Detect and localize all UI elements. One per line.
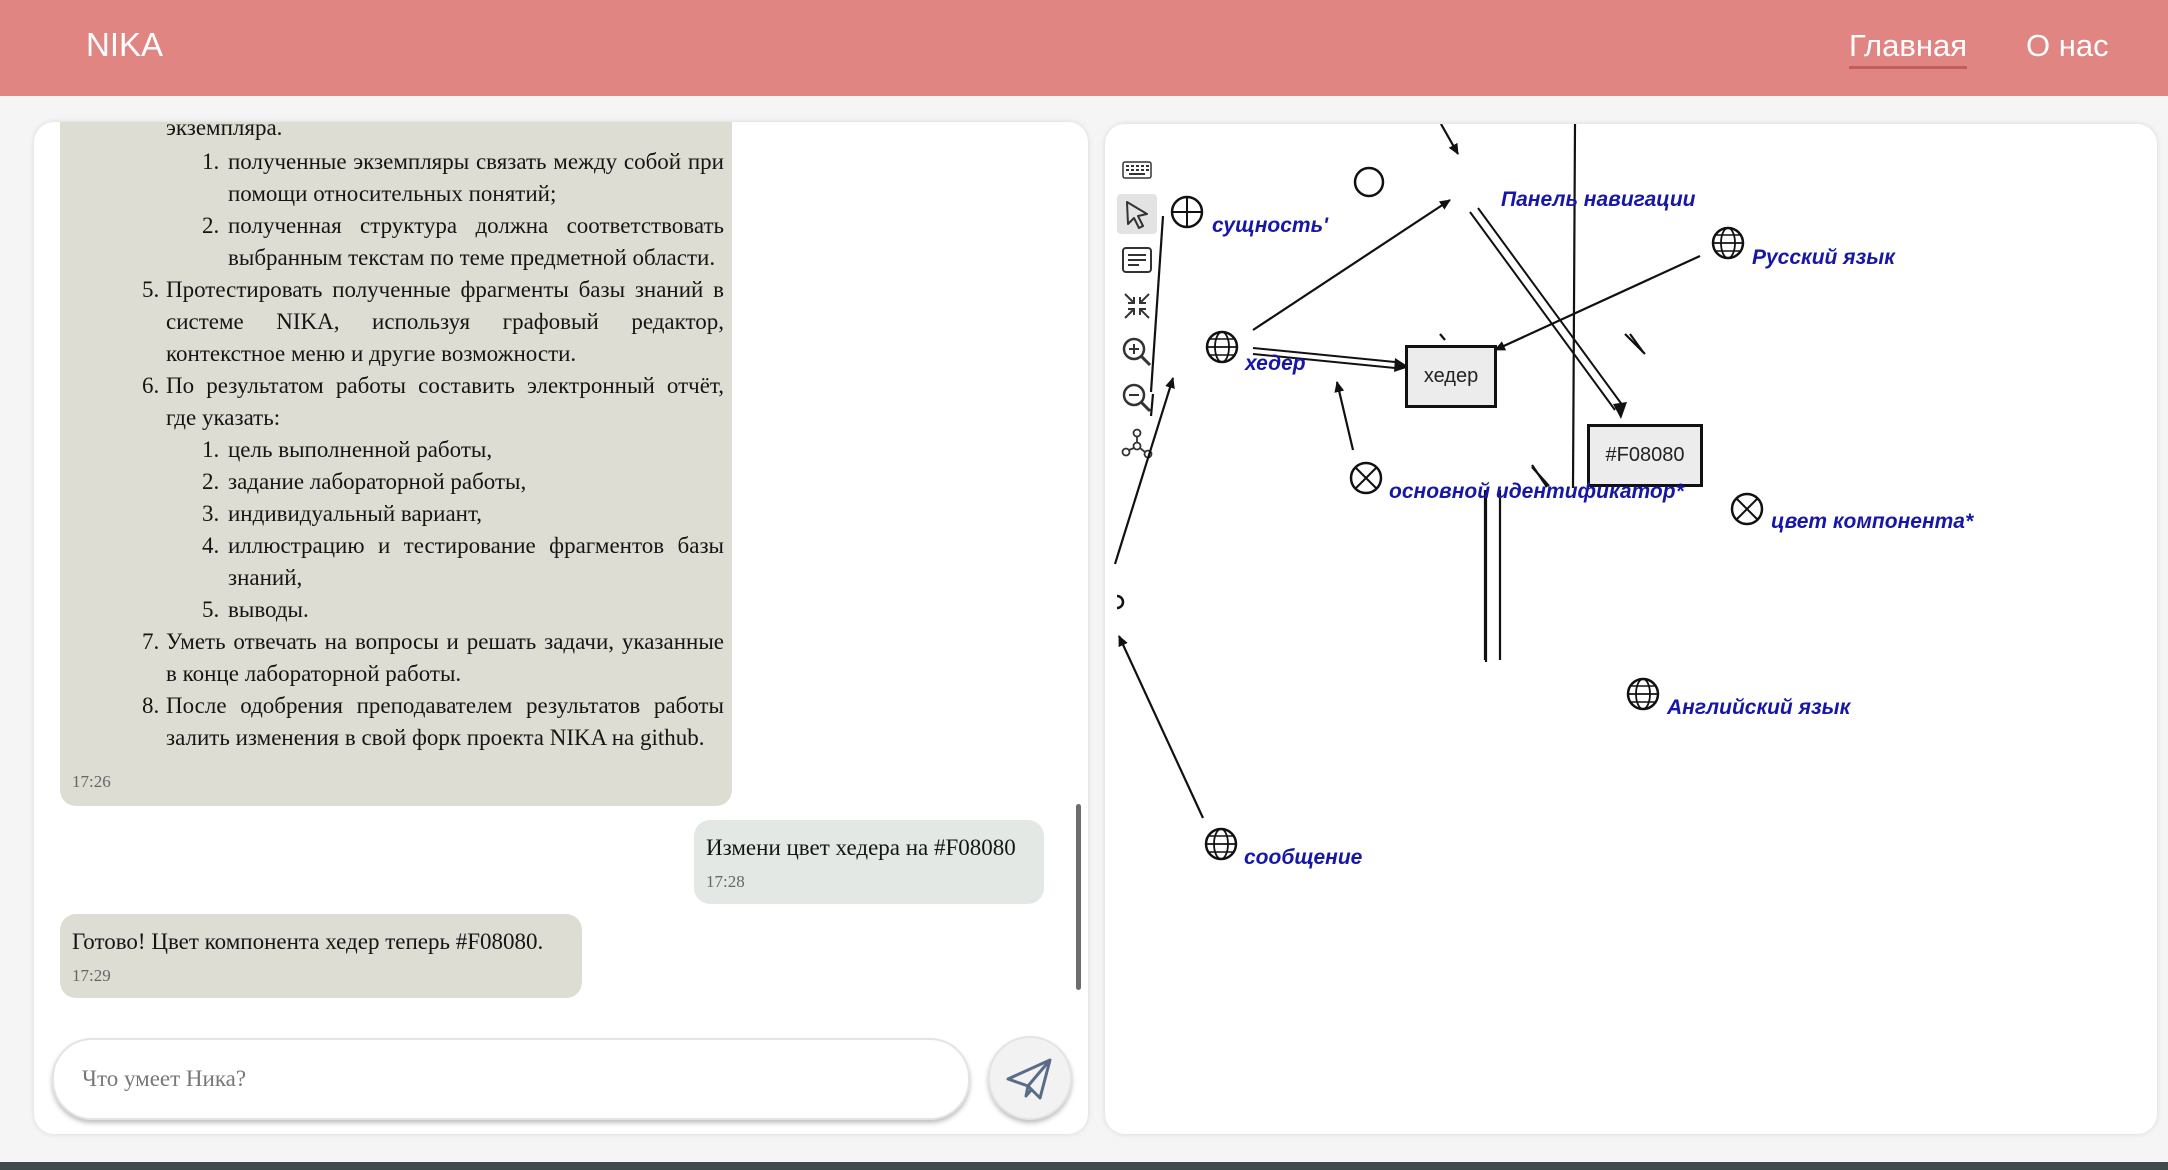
chat-message-input[interactable]	[52, 1038, 970, 1120]
graph-editor-panel[interactable]: хедер #F08080 Панель навигации сущность'…	[1105, 124, 2157, 1134]
list-number: 1.	[202, 149, 220, 174]
cross-node-color[interactable]	[1730, 492, 1764, 526]
send-button[interactable]	[988, 1036, 1072, 1120]
label-header[interactable]: хедер	[1245, 352, 1306, 375]
label-russian[interactable]: Русский язык	[1752, 246, 1895, 269]
zoom-out-tool[interactable]	[1117, 378, 1157, 418]
pointer-icon	[1126, 201, 1148, 229]
globe-node-header[interactable]	[1205, 330, 1239, 364]
message-line: в конце лабораторной работы.	[166, 661, 462, 686]
list-number: 4.	[202, 533, 220, 558]
list-number: 2.	[202, 213, 220, 238]
chat-messages[interactable]: экземпляра. 1. полученные экземпляры свя…	[34, 122, 1088, 1002]
globe-node-entity[interactable]	[1170, 195, 1204, 229]
message-line: полученная структура должна соответствов…	[228, 213, 724, 238]
cross-node-main-id[interactable]	[1349, 461, 1383, 495]
message-line: Протестировать полученные фрагменты базы…	[166, 277, 724, 302]
list-number: 5.	[142, 277, 160, 302]
message-line: где указать:	[166, 405, 281, 430]
message-text: Готово! Цвет компонента хедер теперь #F0…	[72, 929, 544, 954]
node-class[interactable]	[1353, 166, 1385, 198]
collapse-tool[interactable]	[1117, 286, 1157, 326]
user-message: Измени цвет хедера на #F08080 17:28	[694, 820, 1044, 904]
globe-node-message[interactable]	[1204, 827, 1238, 861]
list-number: 5.	[202, 597, 220, 622]
label-message[interactable]: сообщение	[1244, 846, 1363, 869]
chat-panel: экземпляра. 1. полученные экземпляры свя…	[34, 122, 1088, 1134]
message-timestamp: 17:29	[72, 966, 111, 985]
zoom-out-icon	[1122, 383, 1152, 413]
message-line: цель выполненной работы,	[228, 437, 493, 462]
message-line: знаний,	[228, 565, 303, 590]
message-line: полученные экземпляры связать между собо…	[228, 149, 724, 174]
bot-message: Готово! Цвет компонента хедер теперь #F0…	[60, 914, 582, 998]
graph-canvas[interactable]	[1105, 124, 2157, 1134]
message-line: контекстное меню и другие возможности.	[166, 341, 577, 366]
message-text: Измени цвет хедера на #F08080	[706, 835, 1016, 860]
top-navbar: NIKA Главная О нас	[0, 0, 2168, 96]
keyboard-tool[interactable]	[1117, 150, 1157, 190]
network-icon	[1121, 428, 1153, 459]
message-line: выводы.	[228, 597, 309, 622]
label-entity[interactable]: сущность'	[1212, 214, 1329, 237]
nav-home-link[interactable]: Главная	[1849, 28, 1967, 69]
message-line: После одобрения преподавателем результат…	[166, 693, 724, 718]
chat-scrollbar[interactable]	[1076, 804, 1081, 990]
keyboard-icon	[1122, 161, 1152, 179]
message-line: индивидуальный вариант,	[228, 501, 483, 526]
label-english[interactable]: Английский язык	[1667, 696, 1851, 719]
bot-message: экземпляра. 1. полученные экземпляры свя…	[60, 122, 732, 806]
message-line: иллюстрацию и тестирование фрагментов ба…	[228, 533, 724, 558]
list-number: 3.	[202, 501, 220, 526]
brand-logo[interactable]: NIKA	[86, 26, 164, 63]
pointer-tool[interactable]	[1117, 194, 1157, 234]
message-line: экземпляра.	[166, 122, 283, 140]
list-number: 1.	[202, 437, 220, 462]
node-color-box[interactable]: #F08080	[1587, 424, 1703, 487]
message-line: залить изменения в свой форк проекта NIK…	[166, 725, 705, 750]
text-tool[interactable]	[1117, 240, 1157, 280]
message-line: По результатом работы составить электрон…	[166, 373, 724, 398]
network-tool[interactable]	[1117, 424, 1157, 464]
zoom-in-tool[interactable]	[1117, 332, 1157, 372]
globe-node-english[interactable]	[1626, 677, 1660, 711]
node-header-box[interactable]: хедер	[1405, 345, 1497, 408]
text-icon	[1122, 247, 1152, 273]
message-line: системе NIKA, используя графовый редакто…	[166, 309, 724, 334]
globe-node-russian[interactable]	[1711, 226, 1745, 260]
paper-plane-icon	[1006, 1058, 1052, 1100]
label-main-id[interactable]: основной идентификатор*	[1389, 480, 1684, 503]
message-timestamp: 17:26	[72, 772, 111, 791]
zoom-in-icon	[1122, 337, 1152, 367]
collapse-icon	[1124, 293, 1150, 319]
message-line: Уметь отвечать на вопросы и решать задач…	[166, 629, 724, 654]
list-number: 6.	[142, 373, 160, 398]
label-color[interactable]: цвет компонента*	[1771, 510, 1974, 533]
message-line: задание лабораторной работы,	[228, 469, 527, 494]
message-timestamp: 17:28	[706, 872, 745, 891]
label-nav-panel[interactable]: Панель навигации	[1501, 188, 1696, 211]
list-number: 8.	[142, 693, 160, 718]
list-number: 2.	[202, 469, 220, 494]
nav-about-link[interactable]: О нас	[2026, 28, 2109, 63]
message-line: помощи относительных понятий;	[228, 181, 557, 206]
message-line: выбранным текстам по теме предметной обл…	[228, 245, 716, 270]
list-number: 7.	[142, 629, 160, 654]
